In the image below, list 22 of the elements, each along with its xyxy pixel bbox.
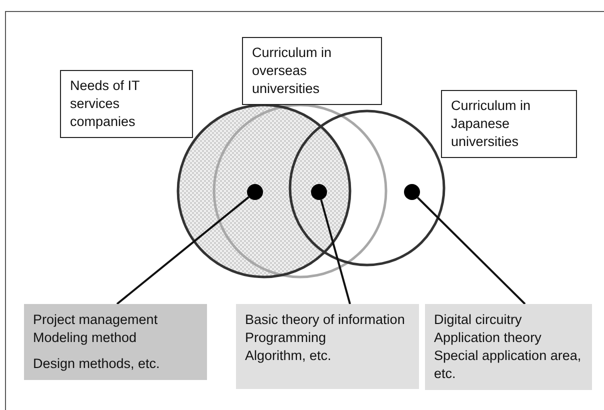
- topic-text: Application theory: [434, 329, 542, 347]
- topic-box: [24, 304, 207, 380]
- label-text: Curriculum in Japanese universities: [451, 97, 532, 151]
- topic-text: Programming: [245, 329, 328, 347]
- label-text: Curriculum in overseas universities: [252, 44, 333, 98]
- marker-dot: [404, 184, 420, 200]
- label-box: [441, 90, 577, 158]
- label-text: Needs of IT services companies: [70, 77, 141, 131]
- topic-text: Digital circuitry: [434, 311, 523, 329]
- leader-line: [116, 196, 250, 305]
- topic-text: Algorithm, etc.: [245, 347, 332, 365]
- topic-text: Modeling method: [33, 329, 138, 347]
- topic-text: Design methods, etc.: [33, 355, 161, 373]
- label-box: [242, 37, 382, 105]
- leader-line: [320, 199, 351, 304]
- label-box: [60, 70, 193, 138]
- topic-box: [236, 304, 419, 389]
- leader-line: [416, 196, 526, 305]
- topic-text: Project management: [33, 311, 159, 329]
- topic-box: [425, 304, 592, 390]
- topic-text: Special application area, etc.: [434, 347, 582, 383]
- topic-text: Basic theory of information: [245, 311, 406, 329]
